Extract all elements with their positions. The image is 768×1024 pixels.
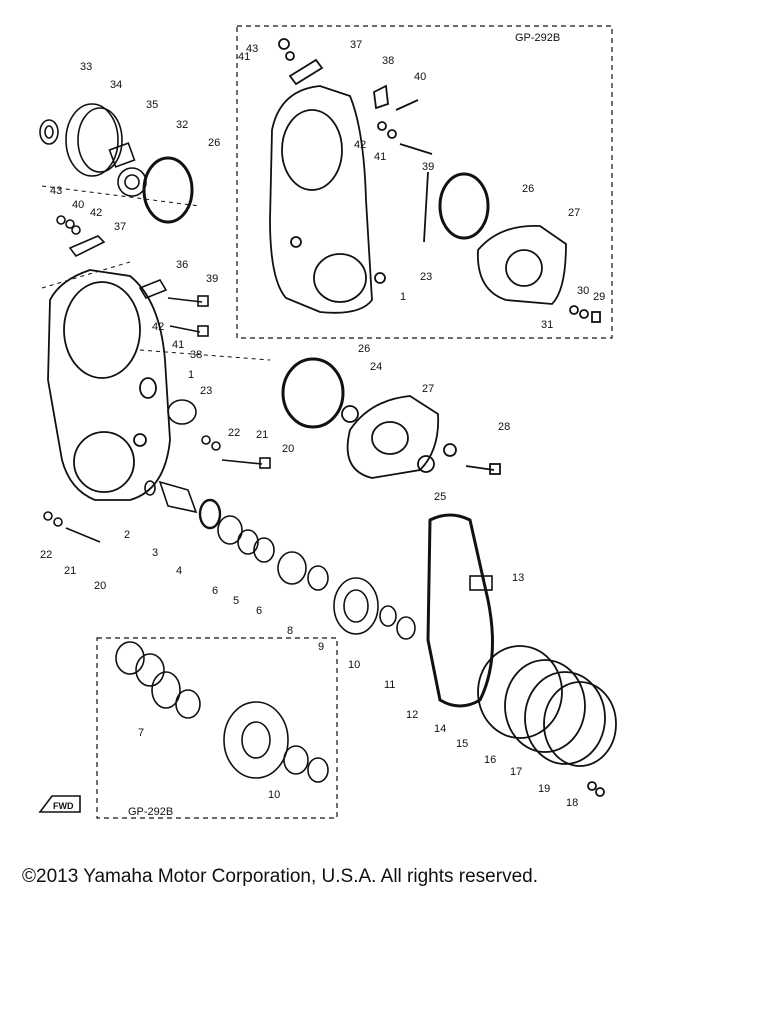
tensioner: [469, 575, 493, 591]
callout-5: 5: [233, 595, 239, 607]
callout-7: 7: [138, 727, 144, 739]
callout-27: 27: [568, 207, 580, 219]
callout-12: 12: [406, 709, 418, 721]
callout-20: 20: [94, 580, 106, 592]
main-case: [41, 261, 271, 501]
inset-box-top: [236, 25, 613, 339]
callout-15: 15: [456, 738, 468, 750]
callout-10: 10: [348, 659, 360, 671]
callout-22: 22: [40, 549, 52, 561]
callout-32: 32: [176, 119, 188, 131]
callout-23: 23: [200, 385, 212, 397]
callout-3: 3: [152, 547, 158, 559]
cover-plates: [477, 645, 617, 797]
callout-43: 43: [50, 185, 62, 197]
callout-41: 41: [238, 51, 250, 63]
callout-41: 41: [172, 339, 184, 351]
callout-1: 1: [400, 291, 406, 303]
shaft-assembly: [144, 480, 416, 640]
callout-42: 42: [152, 321, 164, 333]
callout-19: 19: [538, 783, 550, 795]
callout-16: 16: [484, 754, 496, 766]
side-cover: [281, 357, 501, 479]
inset-box-bottom: [96, 637, 338, 819]
callout-26: 26: [358, 343, 370, 355]
callout-23: 23: [420, 271, 432, 283]
drive-chain: [426, 513, 494, 708]
callout-layer: 1123456678910101112131415161718192020212…: [40, 39, 605, 809]
drum-assembly: [39, 103, 201, 258]
copyright-notice: ©2013 Yamaha Motor Corporation, U.S.A. A…: [22, 866, 538, 887]
callout-6: 6: [212, 585, 218, 597]
callout-43: 43: [246, 43, 258, 55]
callout-30: 30: [577, 285, 589, 297]
callout-25: 25: [434, 491, 446, 503]
callout-38: 38: [382, 55, 394, 67]
callout-31: 31: [541, 319, 553, 331]
callout-34: 34: [110, 79, 122, 91]
callout-13: 13: [512, 572, 524, 584]
callout-26: 26: [208, 137, 220, 149]
callout-35: 35: [146, 99, 158, 111]
callout-4: 4: [176, 565, 182, 577]
inset-gear: [115, 641, 329, 783]
callout-9: 9: [318, 641, 324, 653]
inset-top-code: GP-292B: [515, 32, 560, 44]
callout-37: 37: [350, 39, 362, 51]
callout-42: 42: [90, 207, 102, 219]
callout-21: 21: [256, 429, 268, 441]
callout-1: 1: [188, 369, 194, 381]
callout-39: 39: [206, 273, 218, 285]
callout-33: 33: [80, 61, 92, 73]
callout-18: 18: [566, 797, 578, 809]
callout-28: 28: [498, 421, 510, 433]
parts-diagram: GP-292B GP-292B: [38, 25, 617, 819]
callout-24: 24: [370, 361, 382, 373]
callout-29: 29: [593, 291, 605, 303]
callout-26: 26: [522, 183, 534, 195]
callout-2: 2: [124, 529, 130, 541]
callout-21: 21: [64, 565, 76, 577]
callout-40: 40: [72, 199, 84, 211]
fwd-label: FWD: [53, 801, 74, 811]
callout-8: 8: [287, 625, 293, 637]
fwd-arrow-icon: [38, 795, 81, 813]
callout-38: 38: [190, 349, 202, 361]
callout-39: 39: [422, 161, 434, 173]
callout-40: 40: [414, 71, 426, 83]
inset-bottom-code: GP-292B: [128, 806, 173, 818]
callout-41: 41: [374, 151, 386, 163]
callout-20: 20: [282, 443, 294, 455]
callout-42: 42: [354, 139, 366, 151]
callout-17: 17: [510, 766, 522, 778]
bolts-left: [43, 279, 271, 543]
callout-10: 10: [268, 789, 280, 801]
callout-11: 11: [384, 679, 395, 691]
callout-6: 6: [256, 605, 262, 617]
callout-36: 36: [176, 259, 188, 271]
callout-14: 14: [434, 723, 446, 735]
callout-22: 22: [228, 427, 240, 439]
inset-case: [269, 38, 601, 323]
callout-27: 27: [422, 383, 434, 395]
callout-37: 37: [114, 221, 126, 233]
